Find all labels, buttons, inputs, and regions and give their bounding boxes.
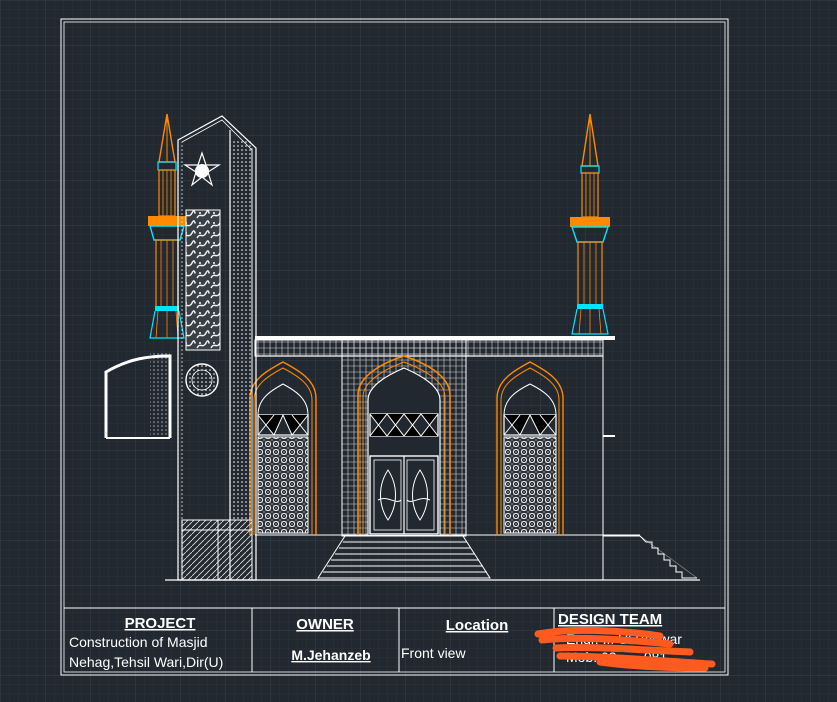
design-team-cell[interactable]: DESIGN TEAM Engr. ... Ul Baswar Mob: 03.…: [534, 611, 716, 672]
left-annex: [104, 352, 172, 440]
right-minaret: [570, 113, 610, 335]
calligraphy-panel: [185, 209, 221, 351]
project-cell[interactable]: PROJECT Construction of Masjid Nehag,Teh…: [69, 615, 223, 670]
left-minaret: [148, 113, 186, 339]
mosque-front-elevation[interactable]: [104, 113, 700, 581]
right-arch-window: [496, 361, 564, 535]
project-line-1: Construction of Masjid: [69, 634, 208, 650]
entrance-steps: [317, 535, 491, 579]
crescent-star-icon: [182, 151, 222, 187]
main-entrance-arch[interactable]: [357, 355, 451, 535]
sheet-border-outer: [60, 18, 729, 676]
owner-cell[interactable]: OWNER M.Jehanzeb: [291, 616, 370, 663]
project-heading: PROJECT: [125, 615, 196, 632]
left-arch-window: [249, 361, 317, 535]
side-platform-stair: [603, 535, 698, 579]
calligraphy-tower: [177, 115, 257, 581]
location-value: Front view: [401, 645, 466, 661]
owner-name: M.Jehanzeb: [291, 647, 370, 663]
location-cell[interactable]: Location Front view: [401, 617, 508, 661]
sheet-border-inner: [63, 21, 726, 673]
design-team-heading: DESIGN TEAM: [558, 611, 662, 628]
redaction-scribble: [534, 626, 716, 672]
medallion-icon: [185, 363, 219, 397]
owner-heading: OWNER: [296, 616, 354, 633]
title-block[interactable]: PROJECT Construction of Masjid Nehag,Teh…: [64, 607, 725, 672]
project-line-2: Nehag,Tehsil Wari,Dir(U): [69, 654, 223, 670]
location-heading: Location: [446, 617, 509, 634]
